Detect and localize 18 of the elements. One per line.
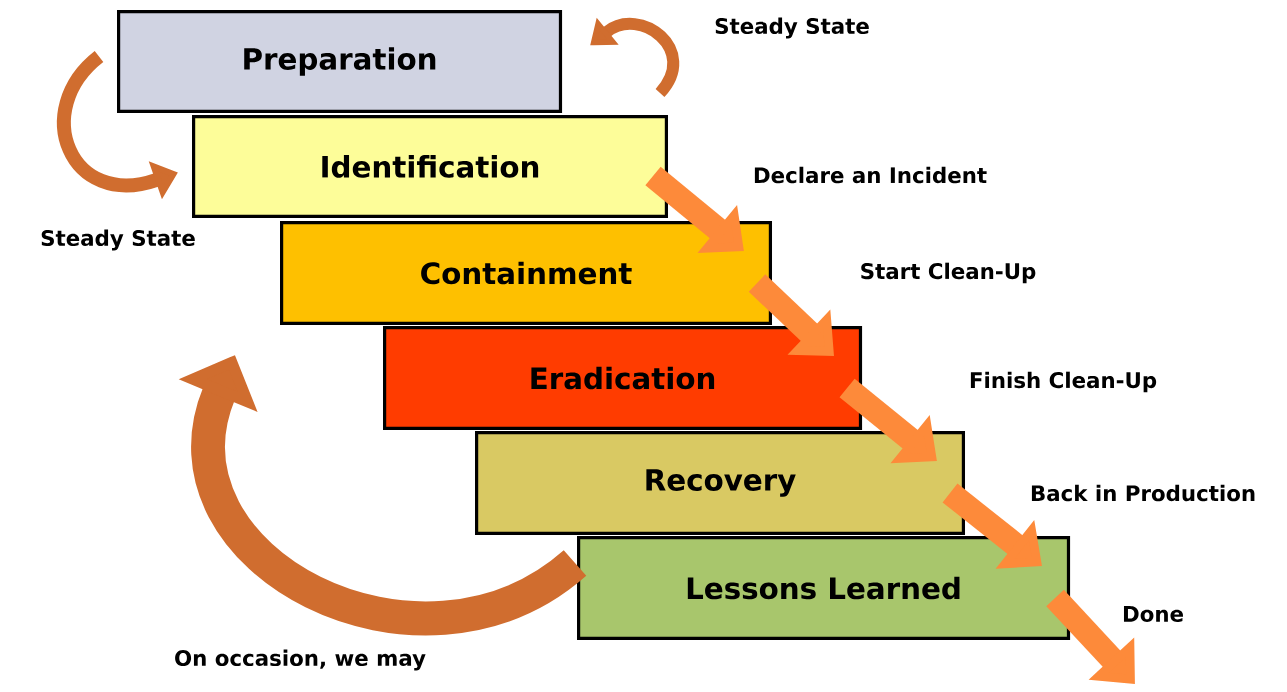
arrow [1046, 589, 1135, 684]
edge-label: Steady State [712, 16, 872, 40]
edge-label: Start Clean-Up [858, 261, 1038, 285]
step-box: Lessons Learned [577, 536, 1071, 640]
arrow [748, 274, 834, 356]
step-box: Identification [192, 115, 668, 218]
step-box: Eradication [383, 326, 863, 430]
edge-label: Done [1120, 604, 1186, 624]
arrow [645, 166, 744, 253]
edge-label: Steady State [38, 228, 198, 252]
step-box: Preparation [117, 10, 563, 113]
edge-label: Back in Production [1028, 483, 1258, 503]
step-box: Recovery [475, 431, 965, 535]
edge-label: Finish Clean-Up [967, 370, 1159, 394]
edge-label: On occasion, we may [172, 648, 428, 672]
arrow [942, 483, 1042, 569]
edge-label: Declare an Incident [751, 165, 989, 185]
step-box: Containment [280, 221, 772, 325]
